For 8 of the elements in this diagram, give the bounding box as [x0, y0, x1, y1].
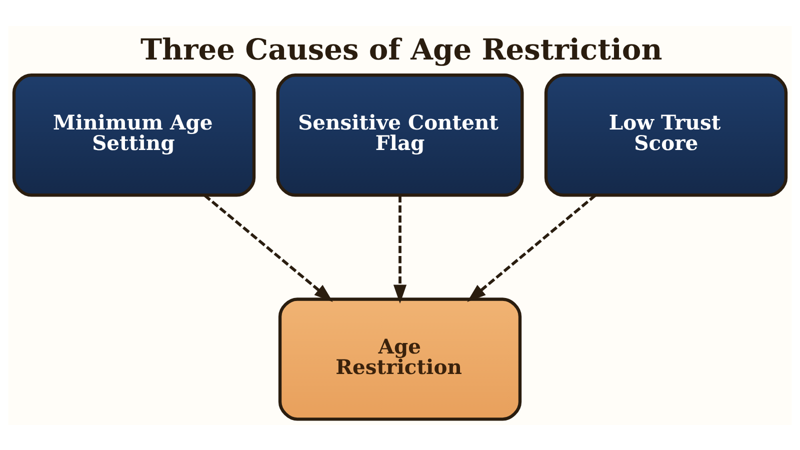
node-box: Age Restriction: [278, 297, 522, 420]
node-box: Low Trust Score: [544, 73, 788, 196]
arrow: [393, 194, 407, 304]
node-box: Sensitive Content Flag: [276, 73, 524, 196]
diagram-title: Three Causes of Age Restriction: [140, 32, 662, 66]
arrow: [204, 194, 333, 302]
node-box: Minimum Age Setting: [12, 73, 256, 196]
arrow: [467, 194, 596, 302]
